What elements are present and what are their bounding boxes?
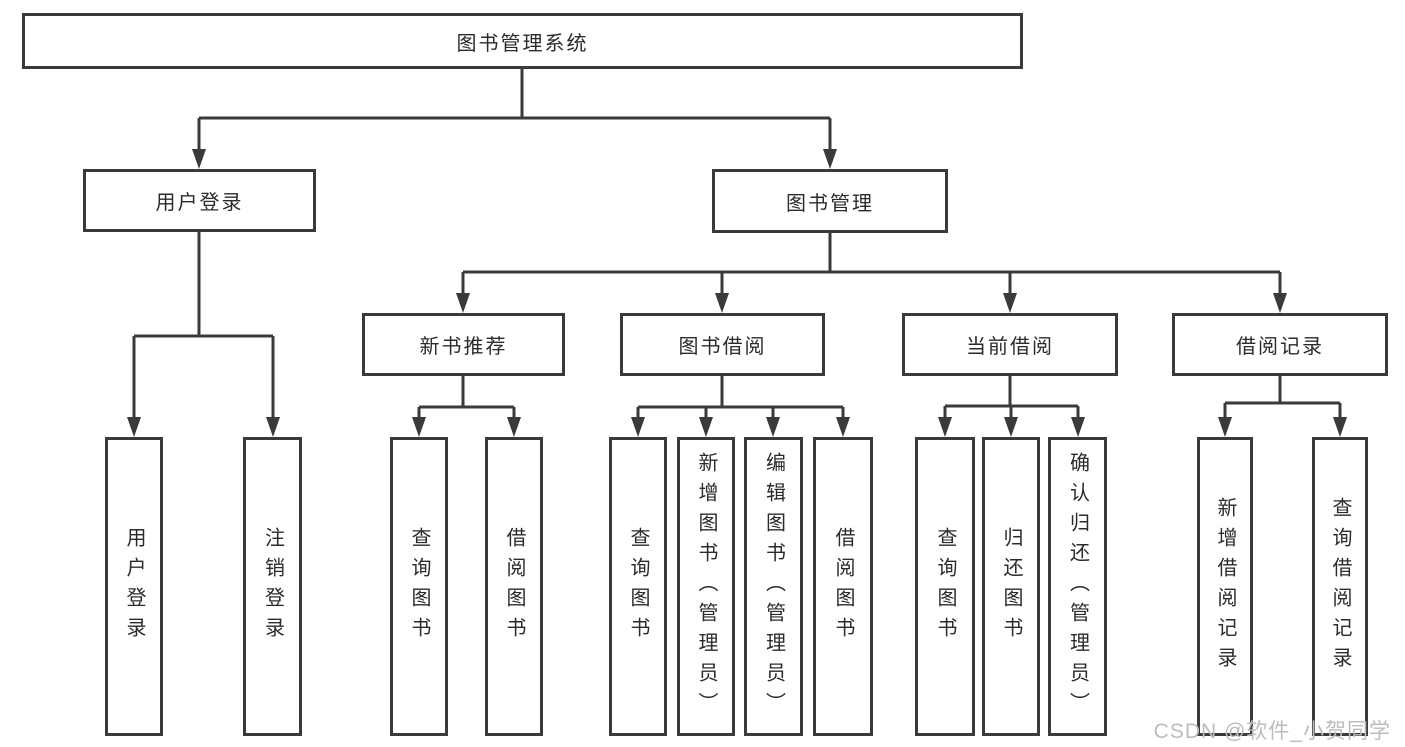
arrowhead (1004, 417, 1018, 437)
arrowhead (1071, 417, 1085, 437)
node-leaf-logout: 注销登录 (243, 437, 302, 736)
node-leaf-query-borrow-record: 查询借阅记录 (1312, 437, 1368, 736)
node-leaf-borrow-books-recommend: 借阅图书 (485, 437, 543, 736)
arrowhead (1333, 417, 1347, 437)
node-root-book-management-system: 图书管理系统 (22, 13, 1023, 69)
arrowhead (507, 417, 521, 437)
node-leaf-add-borrow-record: 新增借阅记录 (1197, 437, 1253, 736)
arrowhead (715, 293, 729, 313)
node-leaf-query-books-borrowing: 查询图书 (609, 437, 667, 736)
node-leaf-query-books-recommend: 查询图书 (390, 437, 448, 736)
node-book-management: 图书管理 (712, 169, 948, 233)
node-leaf-edit-books-admin: 编辑图书（管理员） (744, 437, 803, 736)
node-book-borrowing: 图书借阅 (620, 313, 825, 376)
node-leaf-return-books: 归还图书 (982, 437, 1040, 736)
node-leaf-confirm-return-admin: 确认归还（管理员） (1048, 437, 1107, 736)
node-current-borrowing: 当前借阅 (902, 313, 1118, 376)
arrowhead (766, 417, 780, 437)
arrowhead (412, 417, 426, 437)
node-leaf-add-books-admin: 新增图书（管理员） (677, 437, 735, 736)
arrowhead (1273, 293, 1287, 313)
node-leaf-user-login: 用户登录 (105, 437, 163, 736)
csdn-watermark: CSDN @软件_小贺同学 (1153, 720, 1391, 743)
arrowhead (631, 417, 645, 437)
connector-paths (132, 69, 1342, 418)
node-leaf-borrow-books-borrowing: 借阅图书 (813, 437, 873, 736)
arrowhead (1003, 293, 1017, 313)
arrowhead (1218, 417, 1232, 437)
arrowhead (823, 149, 837, 169)
node-user-login: 用户登录 (83, 169, 316, 232)
arrowheads (127, 149, 1347, 437)
arrowhead (192, 149, 206, 169)
arrowhead (456, 293, 470, 313)
node-borrowing-records: 借阅记录 (1172, 313, 1388, 376)
arrowhead (938, 417, 952, 437)
node-leaf-query-books-current: 查询图书 (915, 437, 975, 736)
arrowhead (266, 417, 280, 437)
arrowhead (699, 417, 713, 437)
arrowhead (836, 417, 850, 437)
node-new-book-recommend: 新书推荐 (362, 313, 565, 376)
arrowhead (127, 417, 141, 437)
